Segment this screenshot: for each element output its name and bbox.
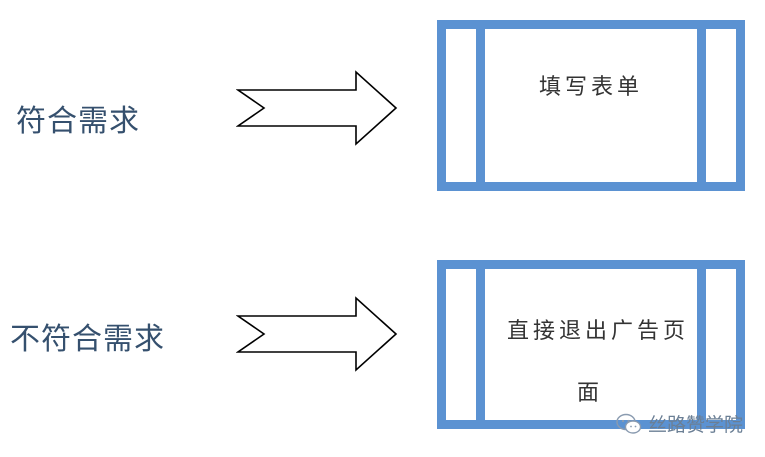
frame-text-fill-form: 填写表单 bbox=[538, 75, 643, 100]
exit-ad-page-frame: 直接退出广告页 面 bbox=[437, 260, 745, 429]
label-does-not-meet-requirements: 不符合需求 bbox=[10, 322, 165, 357]
arrow-right-icon bbox=[236, 70, 398, 146]
form-page-frame: 填写表单 bbox=[437, 20, 745, 191]
arrow-right-icon bbox=[236, 296, 398, 372]
frame-right-bar bbox=[697, 29, 706, 182]
arrow-shape bbox=[236, 70, 398, 146]
arrow-shape bbox=[236, 296, 398, 372]
label-meets-requirements: 符合需求 bbox=[16, 104, 140, 139]
frame-left-bar bbox=[476, 29, 485, 182]
frame-text-exit-line-2: 面 bbox=[577, 381, 604, 406]
frame-text-exit-line-1: 直接退出广告页 bbox=[506, 319, 689, 344]
wechat-icon bbox=[616, 413, 642, 434]
frame-left-bar bbox=[476, 269, 485, 420]
frame-right-bar bbox=[697, 269, 706, 420]
watermark-text: 丝路赞学院 bbox=[647, 414, 743, 436]
watermark: 丝路赞学院 bbox=[616, 410, 743, 437]
